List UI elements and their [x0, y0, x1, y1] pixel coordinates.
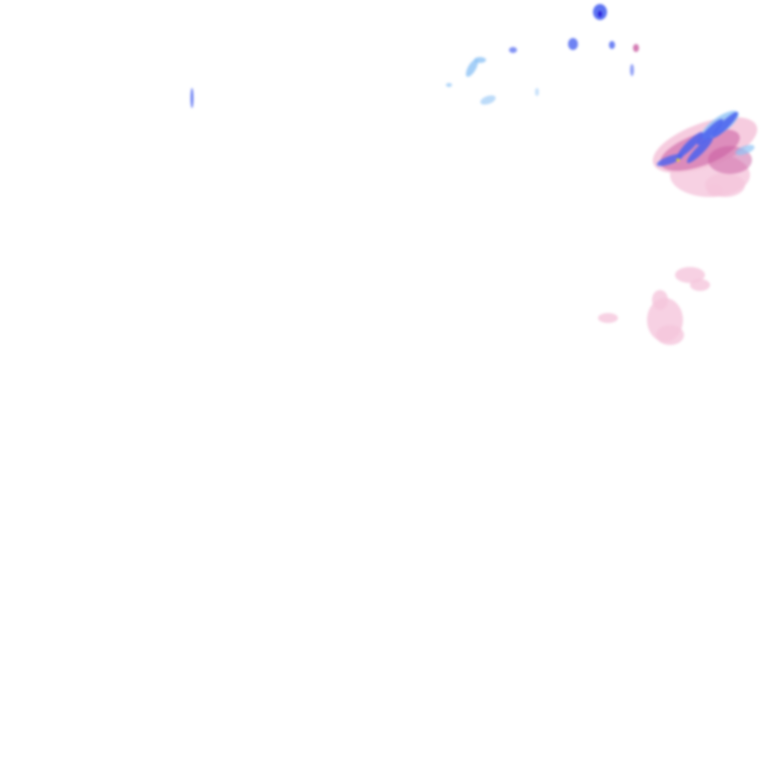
- echo-cell: [535, 88, 539, 96]
- echo-cell: [656, 325, 684, 345]
- echo-cell: [190, 88, 194, 108]
- peak-cell: [676, 158, 680, 162]
- echo-cell: [480, 95, 496, 105]
- echo-cell: [690, 279, 710, 291]
- echo-cell: [509, 47, 517, 53]
- heavy-band: [676, 131, 704, 159]
- heavy-band: [696, 118, 724, 146]
- echo-cell: [598, 11, 602, 17]
- echo-cell: [735, 144, 755, 156]
- echo-cell: [652, 290, 668, 310]
- echo-cell: [465, 59, 479, 77]
- echo-cell: [630, 64, 634, 76]
- echo-cell: [609, 41, 615, 49]
- heavy-band: [686, 136, 714, 164]
- echo-cell: [474, 57, 486, 63]
- echo-cell: [707, 184, 723, 196]
- heavy-band: [656, 153, 684, 167]
- echo-cell: [568, 38, 578, 50]
- echo-cell: [446, 83, 452, 87]
- echo-cell: [598, 313, 618, 323]
- echo-cell: [633, 44, 639, 52]
- echo-cell: [675, 267, 705, 283]
- heavy-band: [711, 111, 739, 139]
